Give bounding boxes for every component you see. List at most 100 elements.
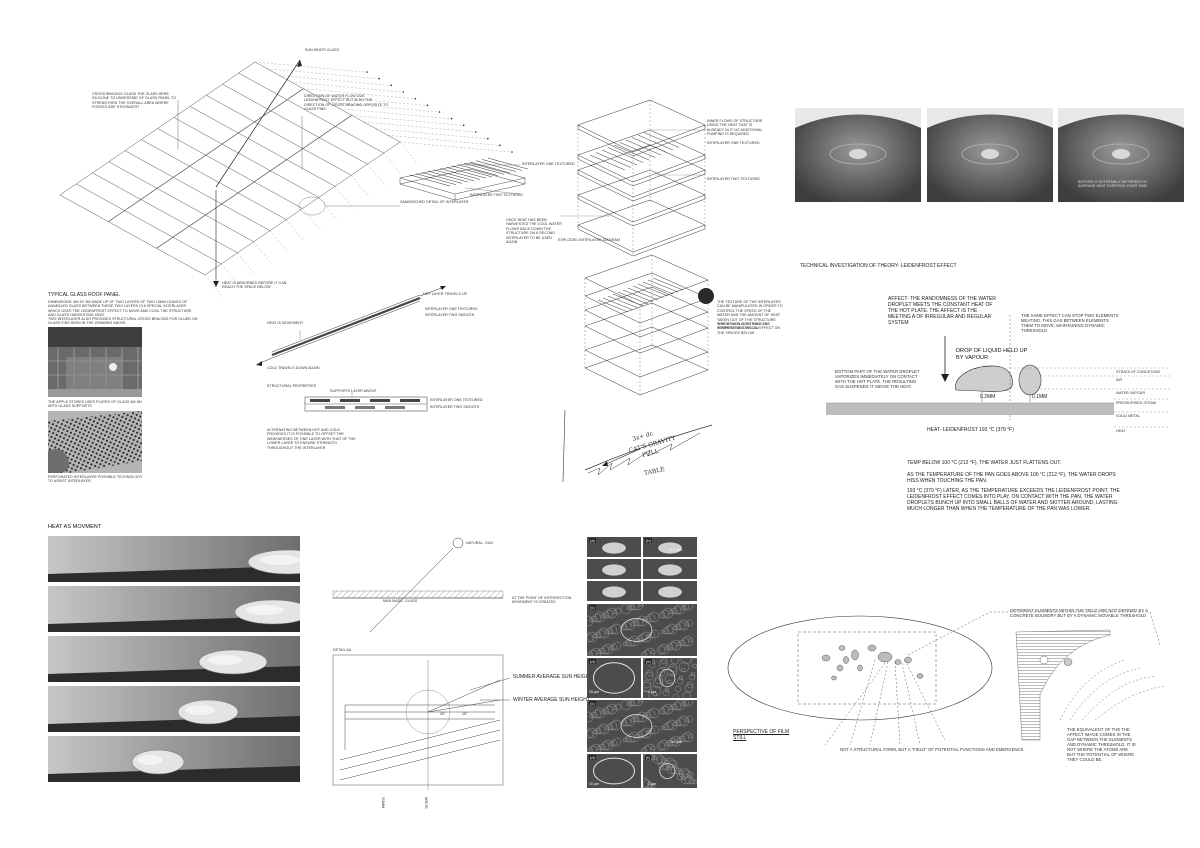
temp-note-1: TEMP BELOW 100 °C (212 °F), THE WATER JU…	[907, 460, 1062, 466]
micrograph-label: (d)	[589, 755, 596, 760]
micrograph-panel: (c)	[587, 604, 697, 656]
strata-air: AIR	[1116, 378, 1123, 382]
apple-store-photo	[48, 327, 142, 397]
micrograph-panel: (b)	[643, 537, 697, 557]
angle-15-label: 15°	[462, 712, 468, 716]
micrograph-scale-label: 100 µm	[670, 740, 683, 744]
heat-leidenfrost-label: HEAT- LEIDENFROST 193 °C (379 °F)	[927, 427, 1014, 433]
movement-strip-3	[48, 636, 300, 682]
micrograph-label: (c)	[589, 605, 596, 610]
sandwiched-label: SANDWICHED DETAIL OF INTERLAYER	[400, 200, 469, 204]
gap-label-2: 0.1MM	[1032, 394, 1048, 400]
once-heat-note: ONCE HEAT HAS BEEN HARVESTED THE COOL WA…	[506, 218, 562, 245]
dimensions-note: DIMENSIONS: 6M BY 3M MADE UP OF TWO LAYE…	[48, 300, 192, 318]
detail-aa-label: DETAIL AA	[333, 648, 352, 652]
micrograph-label: (b)	[645, 538, 652, 543]
movement-title: HEAT AS MOVMENT	[48, 524, 102, 530]
exploded-il-one-label: INTERLAYER ONE TEXTURED	[707, 141, 760, 145]
man-made-glass-label: MAN MADE- GLASS	[383, 599, 418, 603]
movement-strip-4	[48, 686, 300, 732]
perspective-label: PERSPECTIVE OF FILM STILL	[733, 729, 790, 741]
typical-panel-title: TYPICAL GLASS ROOF PANEL	[48, 292, 120, 298]
apple-caption: THE APPLE STORES USES PLATES OF GLASS 6M…	[48, 400, 142, 409]
micrograph-panel: (a)	[587, 537, 641, 557]
strata-heat: HEAT	[1116, 429, 1126, 433]
micrograph-panel: (d)	[587, 754, 641, 788]
il-one-textured-label: INTERLAYER ONE TEXTURED	[430, 398, 483, 402]
summer-label: SUMMER AVERAGE SUN HEIGHT	[513, 674, 593, 680]
strata-pressurised-steam: PRESSURISED STEAM	[1116, 401, 1156, 405]
structural-properties-label: STRUCTURAL PROPERTIES	[267, 384, 317, 388]
natural-sun-label: NATURAL- SUN	[466, 541, 493, 545]
intersection-note: AT THE POINT OF INTERSECTION MOVEMENT IS…	[512, 596, 572, 605]
micrograph-scale-label: 1 µm	[648, 690, 657, 694]
movement-strip-5	[48, 736, 300, 782]
micrograph-panel	[643, 581, 697, 601]
micrograph-panel: (e)	[643, 658, 697, 698]
strata-title: STRATA OF CONDITIONS	[1116, 370, 1160, 374]
exploded-diagram-label: EXPLODED INTERLAYER DIAGRAM	[558, 238, 620, 242]
hot-layer-label: HOT LAYER TRAVELS UP	[423, 292, 468, 296]
texture-note: THE TEXTURE OF THE INTERLAYER CAN BE MAN…	[717, 300, 783, 331]
supports-layer-label: SUPPORTS LAYER ABOVE	[330, 389, 377, 393]
angle-40-label: 40°	[440, 712, 446, 716]
interlayer-fins-note: TWO INTERLAYER ALSO PROVIDES STRUCTURAL …	[48, 317, 198, 326]
interlayer-one-textured-label: INTERLAYER ONE TEXTURED	[425, 307, 478, 311]
cold-travels-label: COLD TRAVELS DOWN AGAIN	[267, 366, 320, 370]
affect-note: AFFECT- THE RANDOMNESS OF THE WATER DROP…	[888, 296, 996, 326]
micrograph-label: (f)	[645, 755, 651, 760]
micrograph-label: (a)	[589, 538, 596, 543]
micrograph-scale-label: 10 µm	[589, 782, 600, 786]
winter-label: WINTER AVERAGE SUN HEIGHT	[513, 697, 590, 703]
interlayer-two-label: INTERLAYER TWO TEXTURED	[470, 193, 524, 197]
leidenfrost-title: TECHNICAL INVESTIGATION OF THEORY- LEIDE…	[800, 263, 957, 269]
alternating-note: ALTERNATING BETWEEN HOT AND COLD PROVIDE…	[267, 428, 356, 450]
optical-note: THIS WOULD ALSO HAVE AN INTERESTING OPTI…	[717, 322, 781, 335]
micrograph-panel	[587, 581, 641, 601]
micrograph-panel	[643, 559, 697, 579]
same-effect-note: THE SAME EFFECT CAN STOP TWO ELEMENTS ME…	[1021, 313, 1119, 333]
different-elements-note: DIFFERENT ELEMENTS WITHIN THE FIELD ARE …	[1010, 608, 1148, 618]
water-flow-note: DIRECTION OF WATER FLOW DUE LEIDENFROST …	[304, 94, 389, 112]
photo-caption: BEFORE IS EXTREMELY DIFFERENT IN AVERAGE…	[1078, 180, 1147, 189]
drop-label: DROP OF LIQUID HELD UP BY VAPOUR	[956, 348, 1028, 361]
interlayer-two-smooth-label: INTERLAYER TWO SMOOTH	[425, 313, 475, 317]
movement-strip-2	[48, 586, 300, 632]
equivalent-note: THE EQUIVALENT OF THE THE AFFECT IMAGE C…	[1067, 727, 1136, 762]
micrograph-scale-label: 0.2 mm	[670, 548, 682, 552]
micrograph-scale-label: 1 µm	[648, 782, 657, 786]
not-structural-note: NOT A STRUCTURAL FORM, BUT A "FIELD" OF …	[840, 747, 1025, 752]
micrograph-panel: (d)	[587, 658, 641, 698]
temp-note-2: AS THE TEMPERATURE OF THE PAN GOES ABOVE…	[907, 472, 1116, 484]
strata-solid-metal: SOLID METAL	[1116, 414, 1141, 418]
micrograph-panel	[587, 559, 641, 579]
inner-flows-note: INNER FLOWS OF STRUCTURE USING THE HEAT …	[707, 119, 763, 137]
exploded-il-two-label: INTERLAYER TWO TEXTURED	[707, 177, 761, 181]
perforated-interlayer-photo	[48, 411, 142, 473]
micrograph-label: (c)	[589, 701, 596, 706]
strata-water-vapour: WATER VAPOUR	[1116, 391, 1146, 395]
leidenfrost-photo-3	[1058, 108, 1184, 202]
leidenfrost-photo-1	[795, 108, 921, 202]
micrograph-label: (e)	[645, 659, 652, 664]
micrograph-panel: (c)	[587, 700, 697, 752]
leidenfrost-photo-2	[927, 108, 1053, 202]
micrograph-label: (d)	[589, 659, 596, 664]
perforated-caption: PERFORATED INTERLAYER POSSIBLE TECHNOLOG…	[48, 475, 143, 484]
heat-absorbed-note: HEAT IS ABSORBED BEFORE IT CAN REACH THE…	[222, 281, 287, 290]
temp-note-3: 193 °C (379 °F) LATER, AS THE TEMPERATUR…	[907, 488, 1120, 512]
micrograph-scale-label: 10 µm	[589, 690, 600, 694]
gap-label-1: 0.2MM	[980, 394, 996, 400]
movement-strip-1	[48, 536, 300, 582]
sun-heats-glass-label: SUN HEATS GLASS	[305, 48, 340, 52]
cross-bracing-note: CROSS BRACING GLASS THE GLASS HERE SILIC…	[92, 92, 176, 110]
interlayer-one-label: INTERLAYER ONE TEXTURED	[522, 162, 575, 166]
